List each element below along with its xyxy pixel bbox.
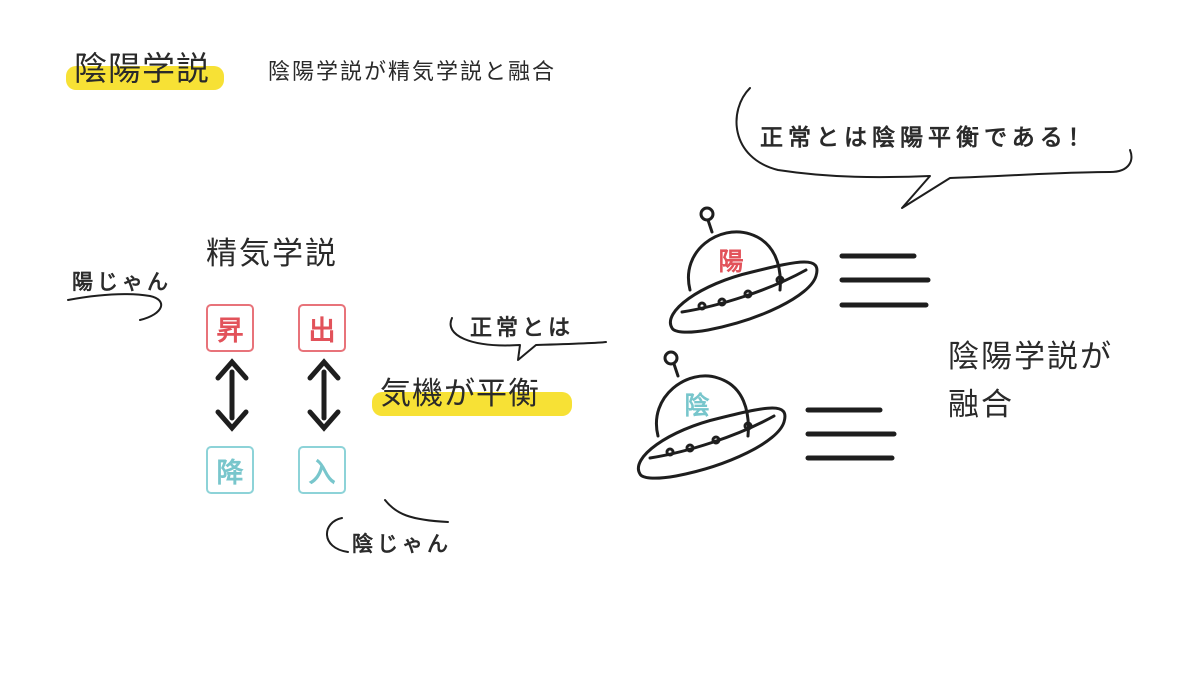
equals-yang-icon [839, 253, 931, 308]
statement-highlight [372, 392, 572, 416]
yin-note: 陰じゃん [352, 532, 452, 556]
ufo-yang-label: 陽 [718, 247, 744, 276]
page-title: 陰陽学説 [74, 49, 210, 88]
box-kou: 降 [206, 446, 254, 494]
conclusion-line-1: 陰陽学説が [948, 339, 1113, 375]
ufo-yin-icon [636, 350, 787, 480]
box-shou: 昇 [206, 304, 254, 352]
speech-bubble [735, 87, 1133, 209]
yang-note: 陽じゃん [72, 270, 172, 294]
conclusion-text: 陰陽学説が 融合 [948, 333, 1113, 429]
ufo-yang-icon [668, 206, 819, 334]
ufo-yin-label: 陰 [684, 391, 710, 420]
yin-note-curl [326, 499, 449, 553]
seiki-heading: 精気学説 [206, 236, 338, 272]
middle-note-curl [449, 317, 607, 361]
title-highlight [66, 66, 224, 90]
middle-note: 正常とは [470, 316, 575, 341]
speech-text: 正常とは陰陽平衡である！ [760, 125, 1096, 151]
yang-note-curl [67, 293, 163, 321]
box-shutsu: 出 [298, 304, 346, 352]
equals-yin-icon [805, 407, 897, 461]
page-subtitle: 陰陽学説が精気学説と融合 [268, 60, 557, 85]
arrow-shutsu-icon [307, 358, 341, 432]
box-nyu: 入 [298, 446, 346, 494]
conclusion-line-2: 融合 [948, 387, 1014, 423]
arrow-shoku-icon [215, 358, 249, 432]
kiki-statement: 気機が平衡 [380, 376, 540, 412]
